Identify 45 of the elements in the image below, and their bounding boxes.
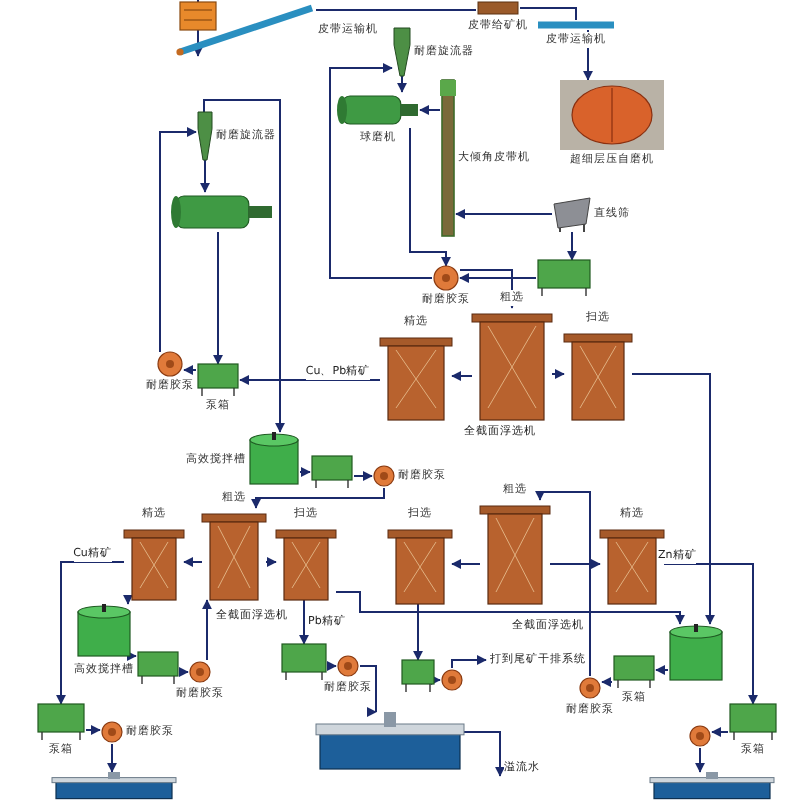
pipe-arrow [451,655,487,669]
pipe-arrow [107,743,117,773]
pipe-arrow [419,105,441,115]
pipe-arrow [409,127,451,267]
pipe-arrow [601,677,613,687]
pipe-arrow [335,591,685,625]
pipe-arrow [455,209,553,219]
pipe-arrow [459,273,537,283]
pipe-arrow [463,731,505,777]
pipe-arrow [123,594,133,605]
pipe-arrow [213,231,223,365]
pipe-arrow [551,369,565,379]
pipe-arrow [251,487,385,509]
pipe-arrow [203,99,285,433]
pipe-arrow [451,371,473,381]
pipe-arrow [397,75,407,93]
pipe-arrow [567,231,577,261]
pipe-arrow [353,471,373,481]
pipe-arrow [85,725,101,735]
pipe-arrow [56,561,125,705]
pipe-arrow [183,557,203,567]
pipe-arrow [451,559,481,569]
pipe-arrow [299,467,311,477]
pipe-arrow [202,599,212,661]
pipe-arrow [695,747,705,773]
pipe-arrow [326,661,337,671]
pipe-arrow [200,159,210,193]
pipe-arrow [459,269,517,309]
pipe-arrow [193,0,203,57]
pipe-arrow [183,365,197,375]
pipe-arrow [265,557,277,567]
pipe-arrow [359,665,381,713]
pipe-arrow [329,63,433,279]
pipe-arrow [655,665,669,675]
pipe-arrow [535,490,591,677]
pipe-arrow [126,651,137,661]
pipe-arrow [413,603,423,661]
pipe-arrow [299,599,309,645]
pipe-arrow [549,559,601,569]
pipe-arrow [239,375,381,385]
pipe-arrow [663,563,758,705]
pipe-arrow [711,727,729,737]
pipe-arrow [631,373,715,625]
pipe-arrow [159,127,197,353]
pipe-arrow [178,667,189,677]
